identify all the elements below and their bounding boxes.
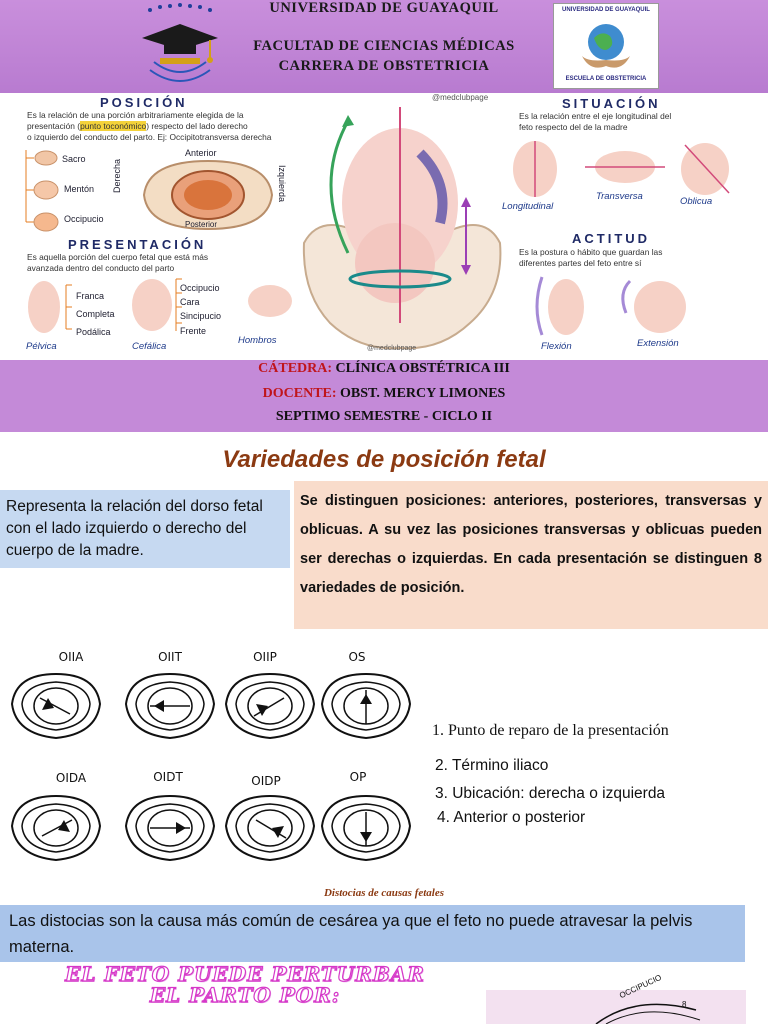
pelvis-label-oidp: OIDP	[251, 774, 281, 788]
fancy-heading-line-2: EL PARTO POR:	[149, 982, 341, 1007]
reference-list-item-2: 2. Término iliaco	[435, 757, 549, 774]
pelvis-op	[321, 795, 411, 861]
situacion-transversa: Transversa	[596, 191, 643, 202]
posicion-menton: Mentón	[64, 184, 95, 194]
situacion-heading: SITUACIÓN	[554, 96, 669, 111]
semestre-line: SEPTIMO SEMESTRE - CICLO II	[275, 409, 493, 424]
occipucio-curve-icon	[595, 1003, 701, 1024]
occipucio-diagram: OCCIPUCIO 8	[486, 973, 746, 1024]
presentacion-text: Es aquella porción del cuerpo fetal que …	[27, 252, 209, 273]
page-title: Variedades de posición fetal	[222, 446, 546, 473]
career-name: CARRERA DE OBSTETRICIA	[278, 58, 490, 74]
posicion-sacro: Sacro	[62, 154, 86, 164]
presentacion-sincipucio: Sincipucio	[180, 311, 222, 321]
presentacion-cefalica: Cefálica	[132, 341, 167, 352]
actitud-icons	[535, 276, 686, 336]
distocias-title: Distocias de causas fetales	[323, 887, 445, 899]
docente-line: DOCENTE: OBST. MERCY LIMONES	[262, 386, 506, 401]
actitud-text: Es la postura o hábito que guardan las d…	[519, 247, 663, 268]
distocias-box	[0, 905, 745, 962]
pelvis-oida	[11, 795, 101, 861]
definition-text: Representa la relación del dorso fetal c…	[6, 498, 263, 559]
presentacion-franca: Franca	[76, 291, 105, 301]
presentacion-cara: Cara	[180, 297, 200, 307]
presentacion-icons	[28, 278, 292, 333]
actitud-flexion: Flexión	[541, 341, 572, 352]
pelvis-label-op: OP	[349, 770, 367, 784]
presentacion-pelvica: Pélvica	[26, 341, 57, 352]
course-info-band	[0, 360, 768, 432]
situacion-oblicua: Oblicua	[680, 196, 713, 207]
pelvis-label-oidt: OIDT	[153, 770, 183, 784]
pelvis-oidp	[225, 795, 315, 861]
posicion-posterior: Posterior	[185, 220, 218, 229]
posicion-text: Es la relación de una porción arbitraria…	[27, 110, 272, 142]
pelvis-label-os: OS	[348, 650, 366, 664]
handle-bottom: @medclubpage	[367, 345, 417, 352]
position-variety-diagrams	[11, 673, 411, 861]
reference-list-item-1: 1. Punto de reparo de la presentación	[432, 722, 669, 739]
posicion-derecha: Derecha	[112, 158, 122, 193]
pelvis-oiia	[11, 673, 101, 739]
pelvis-label-oiip: OIIP	[253, 650, 277, 664]
posicion-heading: POSICIÓN	[92, 95, 196, 110]
logo-top-text: UNIVERSIDAD DE GUAYAQUIL	[562, 7, 650, 13]
distocias-text: Las distocias son la causa más común de …	[9, 912, 693, 956]
pelvis-oiip	[225, 673, 315, 739]
presentacion-podalica: Podálica	[76, 327, 111, 337]
presentacion-frente: Frente	[180, 326, 207, 336]
definition-box	[0, 490, 290, 568]
reference-list-item-4: 4. Anterior o posterior	[437, 809, 586, 826]
posicion-occipucio: Occipucio	[64, 214, 104, 224]
university-logo	[142, 3, 218, 82]
situacion-text: Es la relación entre el eje longitudinal…	[519, 111, 672, 132]
handle-top: @medclubpage	[432, 93, 489, 102]
faculty-name: FACULTAD DE CIENCIAS MÉDICAS	[253, 38, 515, 54]
posicion-izquierda: Izquierda	[277, 165, 287, 203]
description-text: Se distinguen posiciones: anteriores, po…	[300, 493, 762, 596]
university-name: UNIVERSIDAD DE GUAYAQUIL	[269, 0, 499, 16]
description-box	[294, 481, 768, 629]
actitud-heading: ACTITUD	[564, 231, 659, 246]
reference-list-item-3: 3. Ubicación: derecha o izquierda	[435, 785, 666, 802]
pelvis-oidt	[125, 795, 215, 861]
fetus-in-pelvis-illustration	[302, 107, 502, 350]
obstetrics-school-logo: UNIVERSIDAD DE GUAYAQUIL ESCUELA DE OBST…	[553, 3, 659, 89]
hands-globe-icon	[582, 24, 630, 68]
fancy-heading-line-1: EL FETO PUEDE PERTURBAR	[64, 961, 425, 986]
situacion-longitudinal: Longitudinal	[502, 201, 554, 212]
pelvis-label-oiia: OIIA	[58, 650, 84, 664]
actitud-extension: Extensión	[637, 338, 679, 349]
posicion-icons	[25, 150, 59, 232]
logo-bottom-text: ESCUELA DE OBSTETRICIA	[565, 76, 647, 82]
pelvis-label-oida: OIDA	[55, 771, 87, 785]
posicion-anterior: Anterior	[185, 148, 217, 158]
presentacion-heading: PRESENTACIÓN	[60, 237, 215, 252]
presentacion-hombros: Hombros	[238, 335, 277, 346]
infographic-panel: POSICIÓN Es la relación de una porción a…	[0, 93, 768, 360]
presentacion-completa: Completa	[76, 309, 115, 319]
occipucio-number: 8	[682, 1000, 687, 1009]
pelvis-os	[321, 673, 411, 739]
pelvis-top-view-icon	[142, 159, 274, 231]
presentacion-occipucio: Occipucio	[180, 283, 220, 293]
catedra-line: CÁTEDRA: CLÍNICA OBSTÉTRICA III	[258, 361, 510, 376]
pelvis-oiit	[125, 673, 215, 739]
situacion-icons	[513, 141, 730, 197]
pelvis-label-oiit: OIIT	[158, 650, 182, 664]
